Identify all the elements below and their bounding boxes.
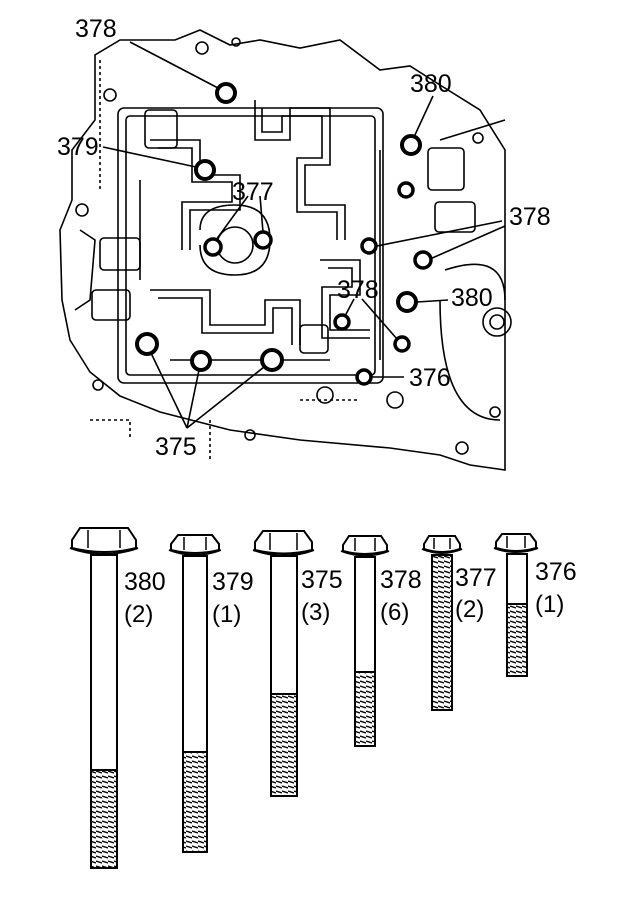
bolt-hole-375-a [135, 332, 159, 356]
bolt-380-quantity: (2) [124, 601, 153, 628]
bolt-hole-377-right [253, 230, 273, 250]
bolt-hole-378-right-a [360, 237, 378, 255]
bolt-hole-378-top [215, 82, 237, 104]
callout-380-mid: 380 [451, 284, 493, 312]
bolt-hole-375-c [260, 348, 284, 372]
bolt-377-quantity: (2) [455, 596, 484, 623]
bolt-hole-378-right-b [413, 250, 433, 270]
bolt-hole-380-top [400, 134, 422, 156]
callout-labels: 378 379 377 380 378 378 380 376 375 [57, 15, 551, 461]
bolt-378-number: 378 [380, 566, 422, 594]
transaxle-case-illustration [59, 29, 512, 471]
bolt-hole-380-mid [396, 291, 418, 313]
bolt-380-number: 380 [124, 568, 166, 596]
bolt-377: 377 (2) [421, 535, 497, 711]
bolt-376: 376 (1) [493, 533, 577, 677]
bolt-376-number: 376 [535, 558, 577, 586]
callout-378-mid: 378 [337, 276, 379, 304]
bolt-379: 379 (1) [168, 534, 254, 853]
bolt-375-quantity: (3) [301, 599, 330, 626]
callout-375: 375 [155, 433, 197, 461]
callout-376: 376 [409, 364, 451, 392]
bolt-hole-376 [355, 368, 373, 386]
bolt-377-number: 377 [455, 564, 497, 592]
bolt-375-number: 375 [301, 566, 343, 594]
bolt-378-quantity: (6) [380, 599, 409, 626]
bolt-hole-377-left [203, 237, 223, 257]
bolt-hole-378-mid-b [393, 335, 411, 353]
bolt-380: 380 (2) [69, 527, 166, 869]
bolt-hole-unmarked [397, 181, 415, 199]
callout-378-right: 378 [509, 203, 551, 231]
bolt-378: 378 (6) [340, 535, 422, 747]
callout-377: 377 [232, 178, 274, 206]
bolt-hole-375-b [190, 350, 212, 372]
bolt-375: 375 (3) [252, 530, 343, 797]
bolt-hole-markers [135, 82, 433, 386]
leader-lines [102, 41, 506, 429]
bolt-376-quantity: (1) [535, 591, 564, 618]
bolt-hole-379 [194, 159, 216, 181]
callout-379: 379 [57, 133, 99, 161]
callout-378-top: 378 [75, 15, 117, 43]
bolt-379-quantity: (1) [212, 601, 241, 628]
bolt-hole-378-mid-a [333, 313, 351, 331]
callout-380-top: 380 [410, 70, 452, 98]
bolt-379-number: 379 [212, 568, 254, 596]
